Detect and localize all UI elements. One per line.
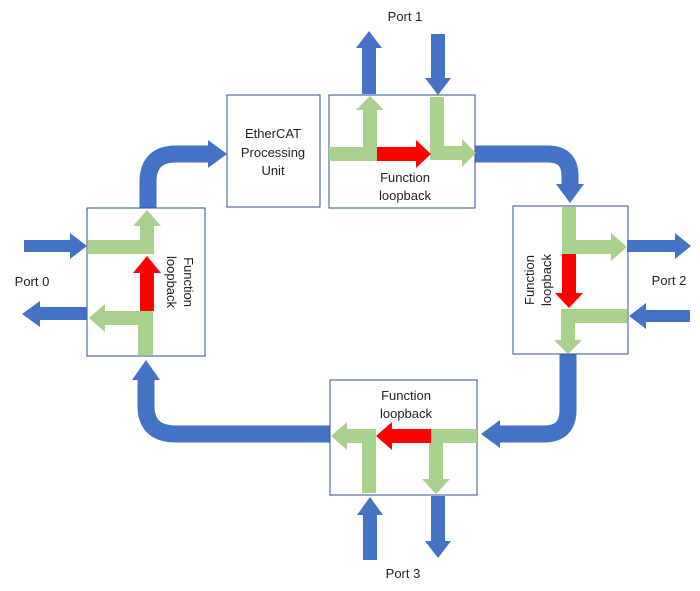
port3-incoming-arrow [357, 497, 383, 560]
port2-loopback-label-line2: loopback [539, 253, 554, 306]
ring-pipe-port2-to-port3 [498, 352, 577, 443]
port0-outgoing-arrow [22, 301, 87, 327]
port3-outgoing-arrow [425, 496, 451, 558]
port1-group [329, 31, 476, 168]
ring-arrow-into-port0 [132, 360, 160, 380]
ethercat-processing-unit-box [226, 94, 321, 208]
port3-label: Port 3 [386, 566, 421, 581]
port2-outgoing-arrow [627, 233, 691, 259]
port0-green-path-left [89, 304, 153, 355]
port3-loopback-label-line1: Function [381, 388, 431, 403]
port2-label: Port 2 [652, 273, 687, 288]
port1-outgoing-arrow [356, 31, 382, 94]
port0-loopback-label-line2: loopback [164, 256, 179, 309]
ring-pipe-port3-to-port0 [137, 378, 330, 443]
ring-pipes [132, 140, 584, 448]
port1-loopback-label-line1: Function [380, 170, 430, 185]
port0-incoming-arrow [24, 233, 87, 259]
port0-loopback-arrow [133, 256, 161, 311]
ring-pipe-port0-to-epu [139, 145, 210, 212]
ring-arrow-into-port3 [481, 420, 500, 448]
port0-group [22, 210, 161, 355]
port3-green-path-down [422, 429, 477, 494]
port0-green-path-up [88, 210, 161, 254]
port1-incoming-arrow [425, 34, 451, 95]
port3-loopback-arrow [376, 422, 431, 450]
port2-green-path-right [562, 207, 627, 261]
ring-arrow-into-epu [208, 140, 227, 168]
port3-group [331, 422, 477, 560]
epu-label-line3: Unit [261, 163, 285, 178]
port1-label: Port 1 [388, 9, 423, 24]
port2-loopback-arrow [555, 254, 583, 308]
ring-arrow-into-port2 [556, 184, 584, 203]
port0-loopback-label: Function loopback [164, 256, 196, 309]
epu-label-line1: EtherCAT [245, 126, 301, 141]
port0-loopback-label-line1: Function [181, 257, 196, 307]
port1-green-path-right [430, 97, 476, 167]
port1-green-path-up [329, 96, 384, 161]
port2-loopback-label-line1: Function [522, 255, 537, 305]
port2-group [554, 207, 691, 354]
port0-label: Port 0 [15, 274, 50, 289]
epu-label-line2: Processing [241, 145, 305, 160]
port3-green-path-left [331, 422, 376, 493]
port2-incoming-arrow [629, 303, 690, 329]
port1-loopback-label-line2: loopback [379, 188, 432, 203]
port3-loopback-label-line2: loopback [380, 406, 433, 421]
port2-green-path-down [554, 309, 627, 354]
port2-loopback-label: Function loopback [522, 253, 554, 306]
ring-pipe-port1-to-port2 [475, 145, 579, 186]
port1-loopback-arrow [377, 140, 431, 168]
